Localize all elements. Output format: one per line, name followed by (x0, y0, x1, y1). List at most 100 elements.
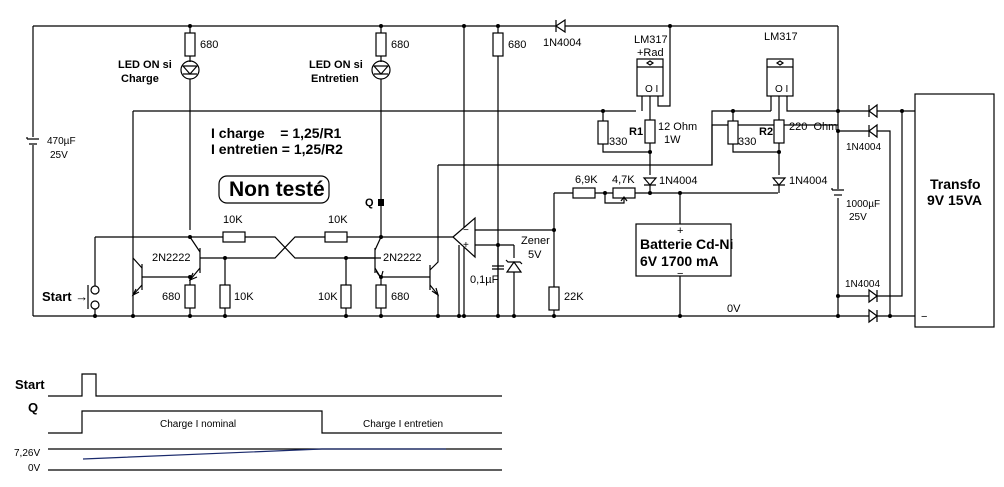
led-entretien-icon (371, 60, 391, 80)
timing-start-signal (48, 373, 502, 397)
bridge-diode-3 (868, 288, 878, 304)
q-node-marker (378, 199, 384, 206)
cross-left-label: 10K (223, 214, 243, 226)
transistor-right-label: 2N2222 (383, 252, 422, 264)
diode-r1-icon (642, 177, 658, 193)
transistor-left-driver (131, 257, 190, 297)
emitter-right-label: 680 (391, 291, 409, 303)
r2-value: 220 Ohm (789, 121, 837, 133)
r2-side-label: 330 (738, 136, 756, 148)
r1-value-2: 1W (664, 134, 681, 146)
resistor-680-led-charge (184, 32, 196, 57)
lm317-regulator-1 (636, 26, 671, 111)
formula-entretien: I entretien = 1,25/R2 (211, 141, 343, 157)
cap1000-value: 1000µF (846, 199, 880, 210)
resistor-680-emitter-right (375, 284, 387, 309)
zener-label-1: Zener (521, 235, 550, 247)
battery-box (635, 223, 732, 277)
resistor-r1 (644, 119, 656, 144)
r1-name: R1 (629, 126, 643, 138)
base-right-label: 10K (318, 291, 338, 303)
bridge-bottom-label: 1N4004 (845, 279, 880, 290)
transformer-box (914, 93, 995, 328)
resistor-680-zener (492, 32, 504, 57)
cap01-label: 0,1µF (470, 274, 499, 286)
timing-v-high: 7,26V (14, 448, 40, 459)
r69k-label: 6,9K (575, 174, 598, 186)
transistor-right-driver (429, 165, 440, 316)
q-label: Q (365, 197, 374, 209)
led-entretien-resistor-label: 680 (391, 39, 409, 51)
resistor-330-r1 (597, 120, 609, 145)
battery-minus: − (677, 268, 683, 280)
bridge-diode-2 (868, 123, 878, 139)
start-pushbutton[interactable] (87, 285, 100, 310)
led-charge-icon (180, 60, 200, 80)
ground-label: 0V (727, 303, 741, 315)
timing-diagram: Start Q Charge I nominal Charge I entret… (14, 373, 502, 474)
cap470-value: 470µF (47, 136, 76, 147)
pot47k-label: 4,7K (612, 174, 635, 186)
zener-resistor-label: 680 (508, 39, 526, 51)
led-entretien-label-2: Entretien (311, 73, 359, 85)
capacitor-470uf (26, 137, 40, 145)
r1-value-1: 12 Ohm (658, 121, 697, 133)
base-left-label: 10K (234, 291, 254, 303)
timing-q-label: Q (28, 400, 38, 415)
resistor-10k-cross-right (324, 231, 348, 243)
diode-r1-label: 1N4004 (659, 175, 698, 187)
emitter-left-label: 680 (162, 291, 180, 303)
resistor-10k-base-left (219, 284, 231, 309)
opamp-plus: + (463, 240, 469, 251)
r1-side-label: 330 (609, 136, 627, 148)
zener-label-2: 5V (528, 249, 542, 261)
bridge-top-label: 1N4004 (846, 142, 881, 153)
resistor-680-led-entretien (375, 32, 387, 57)
battery-label-2: 6V 1700 mA (640, 253, 719, 269)
lm317-1-sub: +Rad (637, 47, 664, 59)
cap470-voltage: 25V (50, 150, 68, 161)
diode-r2-icon (771, 177, 787, 193)
resistor-22k (548, 286, 560, 311)
battery-plus: + (677, 225, 683, 237)
timing-start-label: Start (15, 377, 45, 392)
cap1000-voltage: 25V (849, 212, 867, 223)
timing-voltage-curve (82, 448, 446, 460)
start-label: Start → (42, 289, 88, 304)
status-badge-frame (218, 175, 330, 204)
transformer-label-2: 9V 15VA (927, 192, 982, 208)
battery-label-1: Batterie Cd-Ni (640, 236, 733, 252)
led-charge-resistor-label: 680 (200, 39, 218, 51)
cross-right-label: 10K (328, 214, 348, 226)
resistor-10k-cross-left (222, 231, 246, 243)
lm317-1-label: LM317 (634, 34, 668, 46)
opamp-comparator (452, 216, 476, 259)
opamp-minus: − (463, 225, 469, 236)
transistor-2n2222-left (188, 236, 240, 282)
diode-r2-label: 1N4004 (789, 175, 828, 187)
formula-charge: I charge = 1,25/R1 (211, 125, 342, 141)
led-entretien-label-1: LED ON si (309, 59, 363, 71)
r2-name: R2 (759, 126, 773, 138)
diode-top-icon (554, 18, 566, 34)
led-charge-label-1: LED ON si (118, 59, 172, 71)
diode-top-label: 1N4004 (543, 37, 582, 49)
resistor-10k-base-right (340, 284, 352, 309)
r22k-label: 22K (564, 291, 584, 303)
transformer-minus: − (921, 311, 927, 323)
resistor-r2 (773, 119, 785, 144)
resistor-330-r2 (727, 120, 739, 145)
status-badge: Non testé (229, 178, 325, 201)
lm317-1-pins: O I (645, 84, 658, 95)
timing-q-signal (48, 410, 502, 434)
timing-phase-2: Charge I entretien (363, 419, 443, 430)
lm317-regulator-2 (766, 58, 838, 112)
bridge-diode-1 (868, 103, 878, 119)
timing-v-low: 0V (28, 463, 41, 474)
timing-phase-1: Charge I nominal (160, 419, 236, 430)
led-charge-label-2: Charge (121, 73, 159, 85)
zener-diode-icon (505, 259, 523, 273)
transformer-label-1: Transfo (930, 176, 981, 192)
resistor-6-9k (572, 187, 596, 199)
